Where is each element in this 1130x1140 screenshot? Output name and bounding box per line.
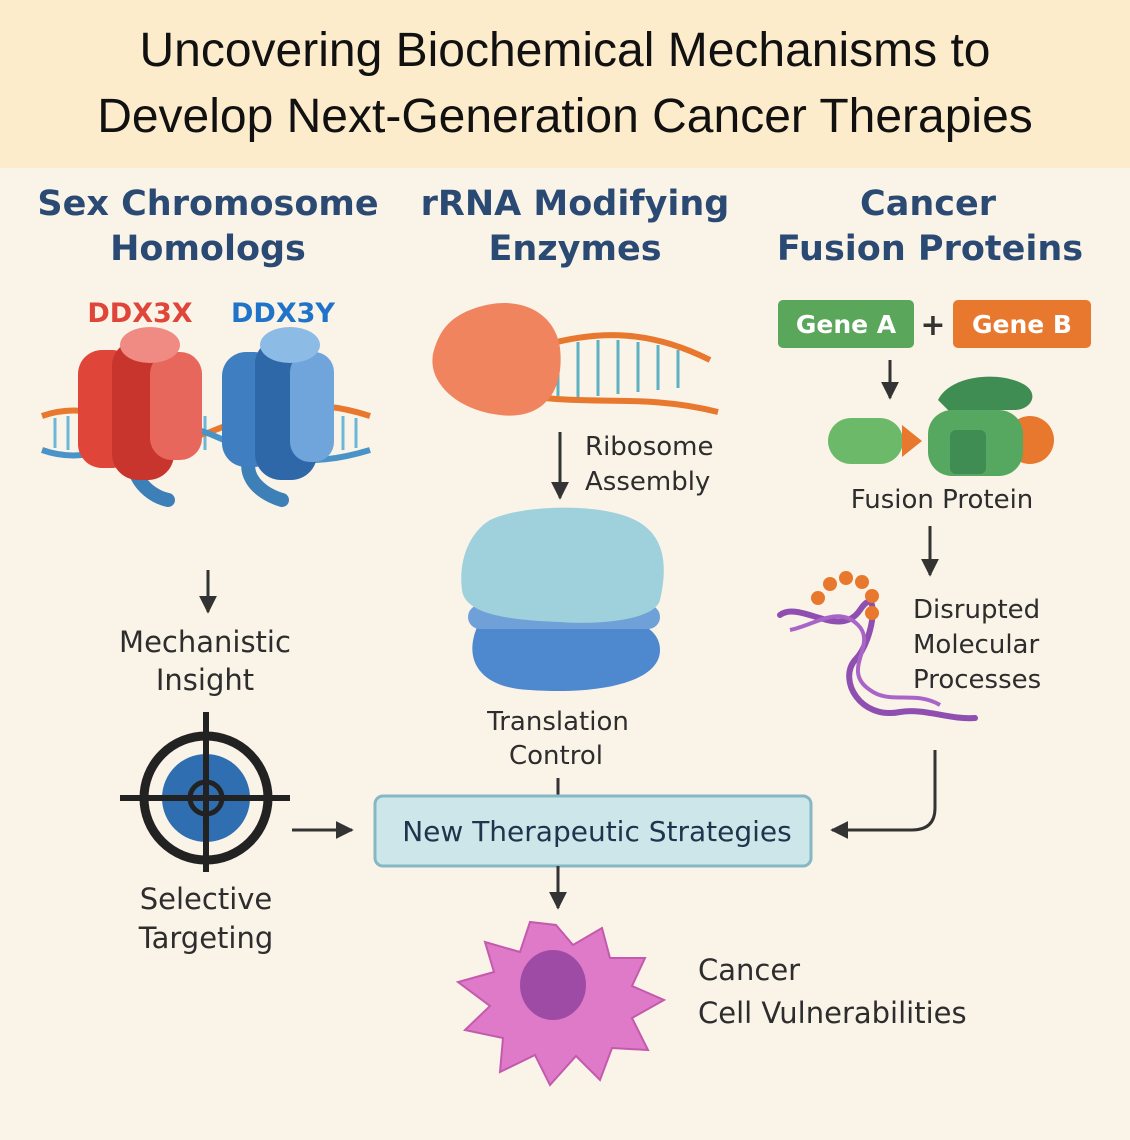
ddx3y-protein-icon — [222, 327, 334, 507]
gene-a-box — [778, 300, 914, 348]
ddx3x-label: DDX3X — [87, 298, 192, 329]
header-rrna-line-1: rRNA Modifying — [421, 184, 730, 224]
new-therapeutic-strategies-label: New Therapeutic Strategies — [402, 815, 792, 848]
arrow-disrupted-to-strategies — [830, 750, 937, 839]
cancer-vulnerabilities-line-1: Cancer — [698, 953, 800, 987]
plus-sign: + — [920, 308, 945, 343]
header-fusion-line-2: Fusion Proteins — [777, 229, 1083, 269]
cancer-cell-icon — [455, 920, 667, 1087]
header-rrna-line-2: Enzymes — [488, 229, 661, 269]
ddx3x-protein-icon — [78, 327, 202, 507]
gene-a-label: Gene A — [796, 310, 897, 339]
translation-control-line-1: Translation — [486, 707, 629, 737]
selective-targeting-line-1: Selective — [140, 882, 273, 916]
fusion-protein-icon — [828, 376, 1054, 476]
title-banner: Uncovering Biochemical Mechanisms to Dev… — [0, 0, 1130, 168]
cancer-vulnerabilities-line-2: Cell Vulnerabilities — [698, 996, 967, 1030]
translation-control-line-2: Control — [509, 741, 603, 771]
gene-b-label: Gene B — [972, 310, 1072, 339]
disrupted-line-2: Molecular — [913, 630, 1039, 660]
gene-b-box — [953, 300, 1091, 348]
new-therapeutic-strategies-box — [373, 794, 813, 868]
disrupted-line-3: Processes — [913, 665, 1041, 695]
mechanistic-insight-line-2: Insight — [156, 663, 254, 697]
ribosome-assembly-line-2: Assembly — [585, 467, 710, 497]
fusion-protein-label: Fusion Protein — [851, 485, 1034, 515]
header-sex-chromosome-line-2: Homologs — [110, 229, 306, 269]
ddx3y-label: DDX3Y — [231, 298, 335, 329]
disrupted-line-1: Disrupted — [913, 595, 1040, 625]
ribosome-icon — [461, 507, 664, 692]
target-icon — [120, 712, 290, 872]
title-line-1: Uncovering Biochemical Mechanisms to — [139, 24, 991, 77]
title-line-2: Develop Next-Generation Cancer Therapies — [97, 90, 1033, 143]
selective-targeting-line-2: Targeting — [138, 921, 274, 955]
header-fusion-line-1: Cancer — [860, 184, 997, 224]
header-sex-chromosome-line-1: Sex Chromosome — [37, 184, 378, 224]
ribosome-assembly-line-1: Ribosome — [585, 432, 713, 462]
mechanistic-insight-line-1: Mechanistic — [119, 625, 291, 659]
rrna-enzyme-icon — [432, 302, 719, 416]
disrupted-dna-icon — [777, 571, 978, 722]
